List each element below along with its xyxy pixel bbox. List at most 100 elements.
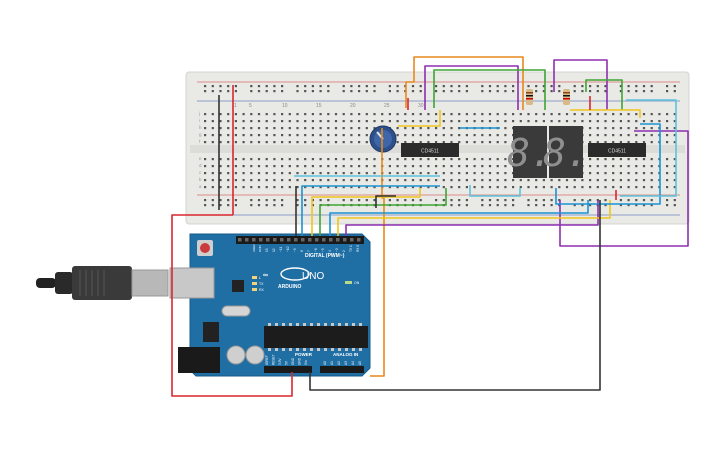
- breadboard-hole: [242, 141, 245, 144]
- pin-label: 5V: [285, 360, 289, 365]
- breadboard-hole: [311, 113, 314, 116]
- ic-pin: [324, 323, 327, 326]
- breadboard-hole: [473, 113, 476, 116]
- breadboard-hole: [227, 158, 230, 161]
- rail-hole: [496, 90, 499, 93]
- breadboard-hole: [573, 113, 576, 116]
- yellow-wire-right[interactable]: [337, 200, 611, 236]
- breadboard-hole: [458, 113, 461, 116]
- ic-pin: [345, 348, 348, 351]
- rail-hole: [573, 204, 576, 207]
- breadboard-hole: [319, 113, 322, 116]
- breadboard-hole: [411, 141, 415, 144]
- green-wire-right[interactable]: [585, 79, 623, 110]
- rail-hole: [273, 199, 276, 202]
- rail-hole: [257, 199, 261, 202]
- black-wire-short[interactable]: [375, 195, 396, 208]
- potentiometer[interactable]: [369, 125, 397, 153]
- breadboard-hole: [496, 186, 499, 189]
- breadboard-hole: [358, 179, 361, 182]
- red-wire-5v[interactable]: [171, 214, 293, 397]
- pin-label: RESET: [272, 354, 276, 365]
- breadboard-hole: [350, 172, 353, 175]
- breadboard-hole: [442, 165, 445, 168]
- purple-wire-bus[interactable]: [345, 200, 599, 236]
- blue-wire-bus[interactable]: [329, 200, 589, 236]
- blue-wire-left[interactable]: [301, 185, 440, 236]
- yellow-wire-resistor[interactable]: [570, 109, 641, 118]
- breadboard-hole: [234, 165, 237, 168]
- breadboard-hole: [481, 179, 484, 182]
- purple-wire-right[interactable]: [553, 59, 608, 110]
- orange-wire-pot[interactable]: [370, 128, 385, 377]
- rail-hole: [311, 85, 314, 88]
- left-seven-segment-display[interactable]: 8.: [507, 126, 553, 178]
- breadboard-hole: [604, 134, 607, 137]
- breadboard-hole: [619, 120, 622, 123]
- rail-hole: [311, 204, 314, 207]
- breadboard-hole: [365, 172, 368, 175]
- yellow-wire-pot[interactable]: [398, 110, 441, 127]
- row-letter: h: [199, 125, 202, 130]
- breadboard-hole: [642, 158, 646, 161]
- right-seven-segment-display[interactable]: 8.: [543, 126, 589, 178]
- breadboard-hole: [342, 165, 345, 168]
- breadboard-hole: [211, 120, 214, 123]
- breadboard-hole: [404, 179, 407, 182]
- breadboard-hole: [573, 186, 576, 189]
- purple-wire-loop[interactable]: [559, 130, 689, 247]
- breadboard-hole: [250, 172, 253, 175]
- breadboard-hole: [311, 158, 314, 161]
- breadboard-hole: [642, 113, 646, 116]
- breadboard-hole: [234, 179, 237, 182]
- breadboard-hole: [673, 165, 676, 168]
- blue-wire-right-loop[interactable]: [555, 123, 661, 205]
- breadboard-hole: [273, 158, 276, 161]
- breadboard-hole: [373, 179, 376, 182]
- breadboard-hole: [296, 186, 299, 189]
- pin-label: RX 0: [356, 245, 360, 252]
- cyan-wire-right[interactable]: [620, 99, 677, 197]
- breadboard-hole: [481, 158, 484, 161]
- rail-hole: [550, 204, 553, 207]
- breadboard-hole: [673, 134, 676, 137]
- black-wire-gnd[interactable]: [309, 200, 601, 391]
- breadboard-hole: [204, 134, 207, 137]
- resistor-right[interactable]: [563, 89, 570, 105]
- rail-hole: [435, 90, 438, 93]
- cyan-wire-left[interactable]: [469, 185, 521, 197]
- rail-hole: [219, 199, 222, 202]
- breadboard-hole: [227, 113, 230, 116]
- breadboard-hole: [242, 127, 245, 130]
- breadboard-hole: [311, 165, 314, 168]
- breadboard-hole: [250, 158, 253, 161]
- breadboard-hole: [204, 172, 207, 175]
- green-wire-mid[interactable]: [319, 188, 447, 236]
- breadboard-hole: [465, 172, 468, 175]
- breadboard-hole: [257, 186, 261, 189]
- arduino-uno-board[interactable]: DIGITAL (PWM~) ∞ UNO ARDUINO TX RX L ON …: [169, 233, 371, 377]
- breadboard-hole: [435, 172, 438, 175]
- rail-hole: [465, 199, 468, 202]
- breadboard-hole: [673, 127, 676, 130]
- right-decoder-chip[interactable]: CD4511: [588, 143, 646, 157]
- breadboard-hole: [204, 120, 207, 123]
- pin-label: 2: [342, 250, 346, 252]
- breadboard-hole: [411, 120, 415, 123]
- breadboard-hole: [496, 165, 499, 168]
- resistor-left[interactable]: [526, 89, 533, 105]
- breadboard-hole: [388, 120, 391, 123]
- digital-header: [236, 236, 364, 244]
- green-wire-top[interactable]: [433, 69, 546, 110]
- orange-wire-top[interactable]: [405, 56, 524, 110]
- breadboard-hole: [257, 179, 261, 182]
- yellow-wire-left[interactable]: [311, 188, 421, 236]
- breadboard-hole: [619, 127, 622, 130]
- purple-wire-top[interactable]: [424, 65, 519, 110]
- ic-pin: [289, 348, 292, 351]
- left-decoder-chip[interactable]: CD4511: [401, 143, 459, 157]
- usb-cable[interactable]: [36, 266, 169, 300]
- breadboard-hole: [311, 186, 314, 189]
- ic-pin: [352, 348, 355, 351]
- rail-hole: [512, 204, 515, 207]
